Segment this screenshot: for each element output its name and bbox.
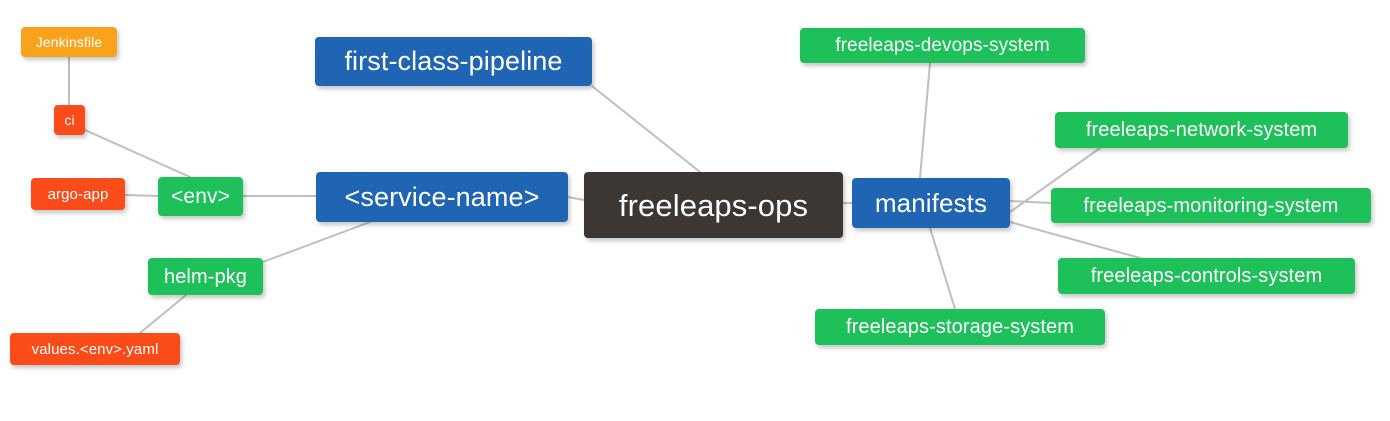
node-freeleaps-storage-system[interactable]: freeleaps-storage-system: [815, 309, 1105, 345]
edge-manifests-to-freeleaps-controls-system: [1009, 221, 1141, 259]
edge-service-name-to-freeleaps-ops: [567, 196, 585, 201]
edge-argo-app-to-env: [124, 194, 159, 197]
edge-helm-pkg-to-service-name: [262, 221, 371, 263]
node-jenkinsfile[interactable]: Jenkinsfile: [21, 27, 117, 57]
node-freeleaps-controls-system[interactable]: freeleaps-controls-system: [1058, 258, 1355, 294]
node-freeleaps-ops[interactable]: freeleaps-ops: [584, 172, 843, 238]
node-service-name[interactable]: <service-name>: [316, 172, 568, 222]
node-helm-pkg[interactable]: helm-pkg: [148, 258, 263, 295]
node-freeleaps-devops-system[interactable]: freeleaps-devops-system: [800, 28, 1085, 63]
node-ci[interactable]: ci: [54, 105, 85, 135]
node-env[interactable]: <env>: [158, 177, 243, 216]
node-manifests[interactable]: manifests: [852, 178, 1010, 228]
edge-manifests-to-freeleaps-storage-system: [929, 227, 956, 310]
edge-manifests-to-freeleaps-devops-system: [919, 62, 931, 179]
node-values-yaml[interactable]: values.<env>.yaml: [10, 333, 180, 365]
node-freeleaps-network-system[interactable]: freeleaps-network-system: [1055, 112, 1348, 148]
edge-first-class-pipeline-to-freeleaps-ops: [591, 85, 701, 173]
edge-ci-to-env: [84, 129, 191, 178]
node-freeleaps-monitoring-system[interactable]: freeleaps-monitoring-system: [1051, 188, 1371, 223]
edge-values-yaml-to-helm-pkg: [139, 294, 187, 334]
edge-manifests-to-freeleaps-monitoring-system: [1009, 200, 1052, 204]
node-first-class-pipeline[interactable]: first-class-pipeline: [315, 37, 592, 86]
node-argo-app[interactable]: argo-app: [31, 178, 125, 210]
